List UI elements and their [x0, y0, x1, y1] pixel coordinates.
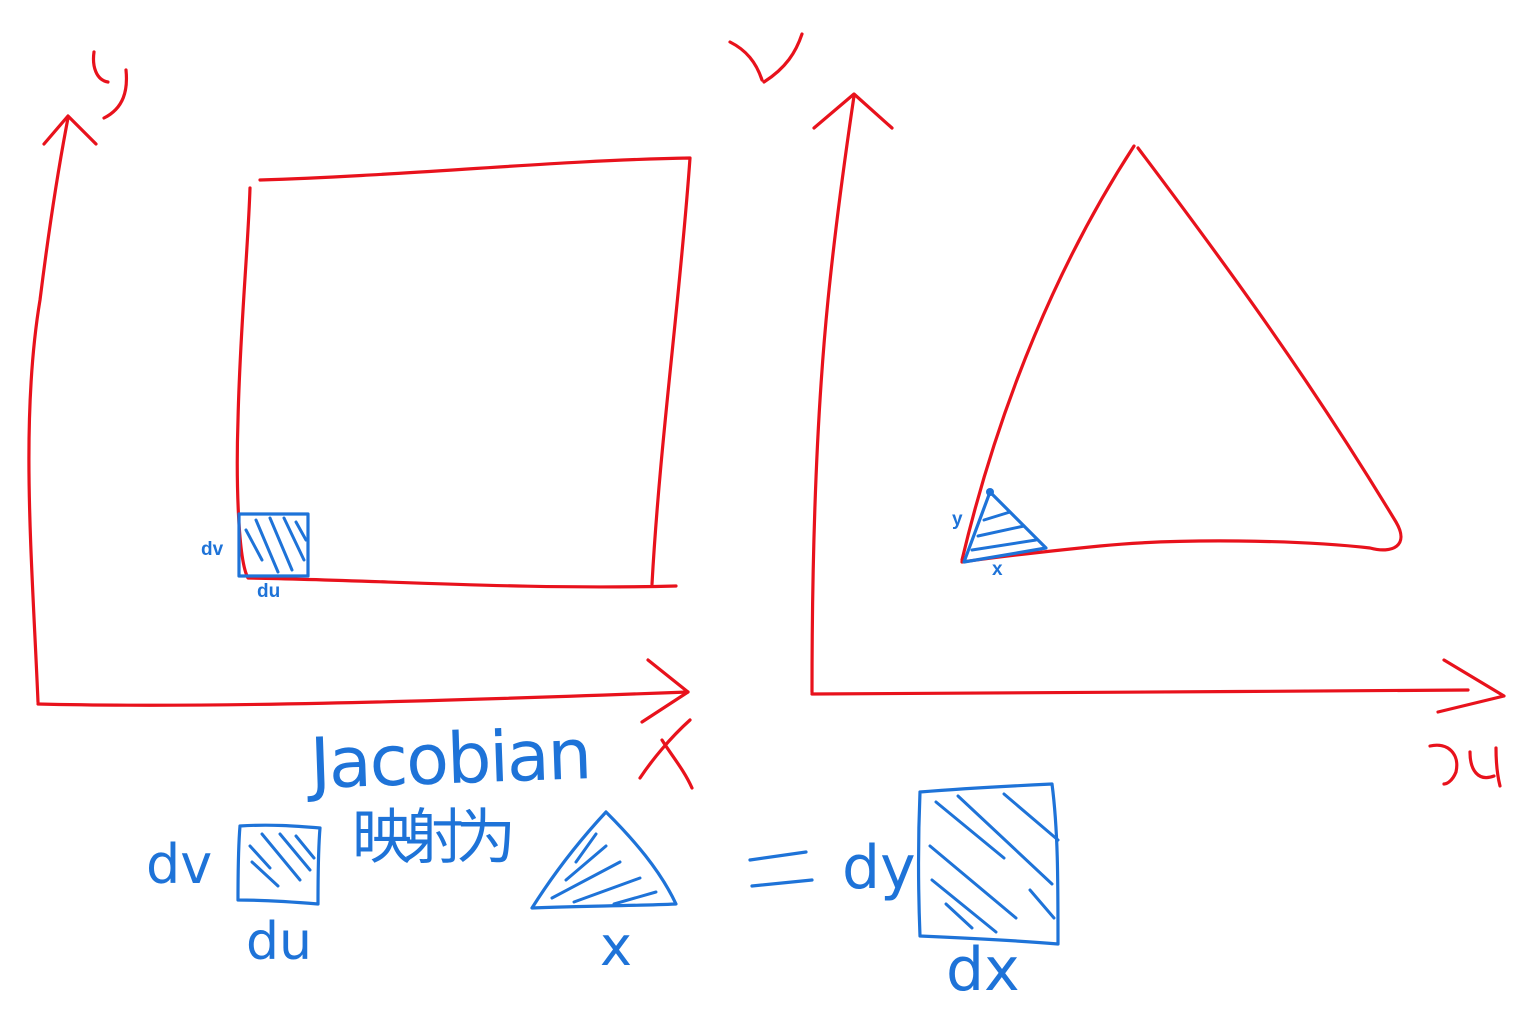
eq-right-dy: dy [842, 833, 916, 903]
left-y-axis [27, 116, 70, 704]
eq-left-dv: dv [146, 833, 213, 896]
left-x-axis-letter [638, 718, 694, 790]
right-v-axis [810, 94, 856, 694]
eq-left-du: du [246, 912, 312, 972]
small-square [236, 823, 322, 906]
right-u-arrowhead [1436, 658, 1506, 714]
right-v-axis-letter [728, 32, 804, 84]
large-square-outline [916, 782, 1060, 946]
right-v-arrowhead [812, 92, 894, 130]
left-xy-plane [27, 50, 694, 790]
dv-label: dv [201, 539, 224, 560]
du-dv-cell [237, 512, 310, 578]
mapped-cell [962, 488, 1048, 564]
left-x-axis [36, 690, 690, 707]
left-x-arrowhead [640, 658, 690, 724]
eq-right-dx: dx [946, 935, 1020, 1005]
right-uv-plane [728, 32, 1506, 788]
du-label: du [257, 581, 281, 602]
mapped-cell-vertex [986, 488, 994, 496]
jacobian-equation [236, 782, 1060, 946]
eq-triangle-x: x [600, 915, 632, 978]
right-u-axis [810, 688, 1470, 696]
large-square [916, 782, 1060, 946]
du-dv-cell-hatching [244, 516, 308, 574]
du-dv-cell-outline [237, 512, 310, 578]
jacobian-title: Jacobian [308, 713, 592, 805]
mapped-cell-hatching [970, 510, 1038, 552]
corner-x-label: x [992, 559, 1003, 580]
right-u-axis-letter [1428, 743, 1502, 788]
left-y-arrowhead [42, 114, 98, 146]
mapping-word: 映射为 [352, 803, 516, 873]
triangle-glyph [530, 810, 678, 910]
left-y-axis-letter [91, 50, 129, 120]
left-square-region [235, 156, 692, 589]
mapped-cell-outline [962, 490, 1048, 564]
small-square-hatching [248, 832, 316, 888]
triangle-glyph-hatching [550, 832, 658, 906]
small-square-outline [236, 823, 322, 906]
triangle-glyph-outline [530, 810, 678, 910]
right-triangle-region [960, 144, 1403, 564]
corner-y-label: y [952, 509, 963, 530]
large-square-hatching [928, 792, 1060, 934]
equals-sign [748, 850, 814, 888]
